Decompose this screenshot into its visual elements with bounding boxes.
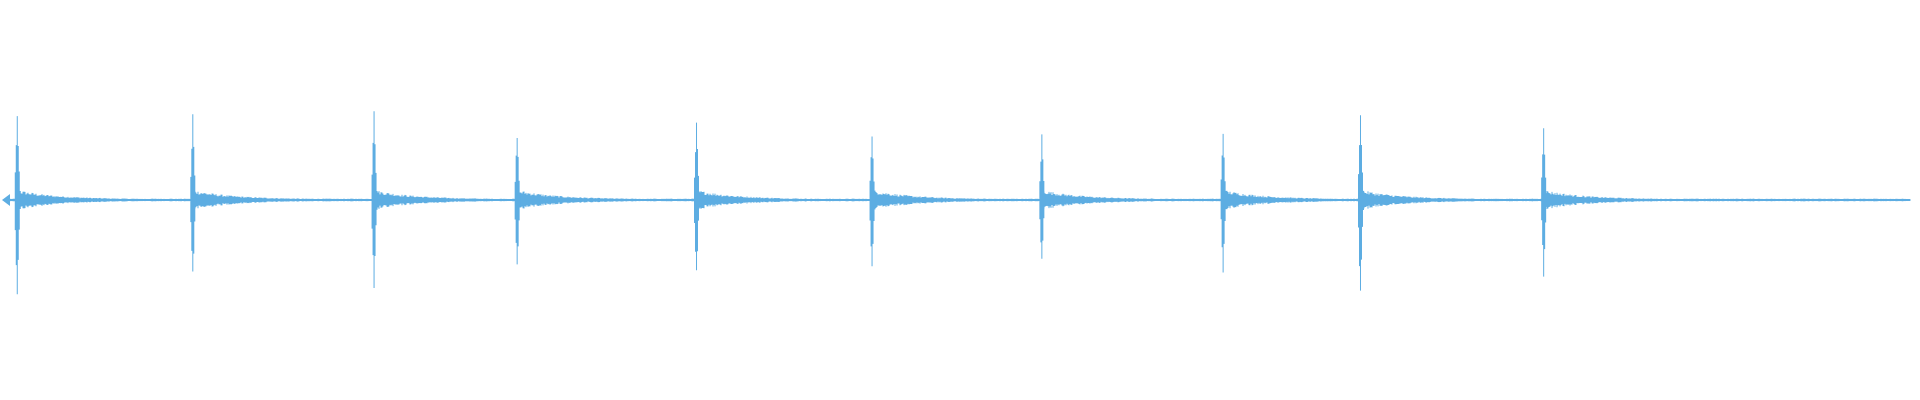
transient-spike [1220, 133, 1227, 273]
transient-spike [14, 116, 21, 295]
transient-spike [514, 137, 521, 265]
transient-spike-path [371, 111, 378, 288]
transient-spike-path [1358, 115, 1364, 291]
transient-spike-path [1541, 128, 1548, 277]
transient-spike-path [14, 116, 21, 295]
waveform-start-cap [2, 194, 10, 206]
transient-spike-path [694, 122, 701, 271]
transient-spike [1541, 128, 1548, 277]
waveform-envelope [5, 190, 1911, 210]
transient-spike-path [190, 114, 197, 272]
transient-spike [190, 114, 197, 272]
transient-spike [1358, 115, 1364, 291]
transient-spike-path [869, 136, 876, 267]
transient-spike [869, 136, 876, 267]
transient-spike [371, 111, 378, 288]
transient-spike-path [1039, 134, 1046, 259]
transient-spike-path [1220, 133, 1227, 273]
transient-spike [1039, 134, 1046, 259]
waveform-trace [2, 111, 1911, 295]
transient-spike [694, 122, 701, 271]
transient-spike-path [514, 137, 521, 265]
